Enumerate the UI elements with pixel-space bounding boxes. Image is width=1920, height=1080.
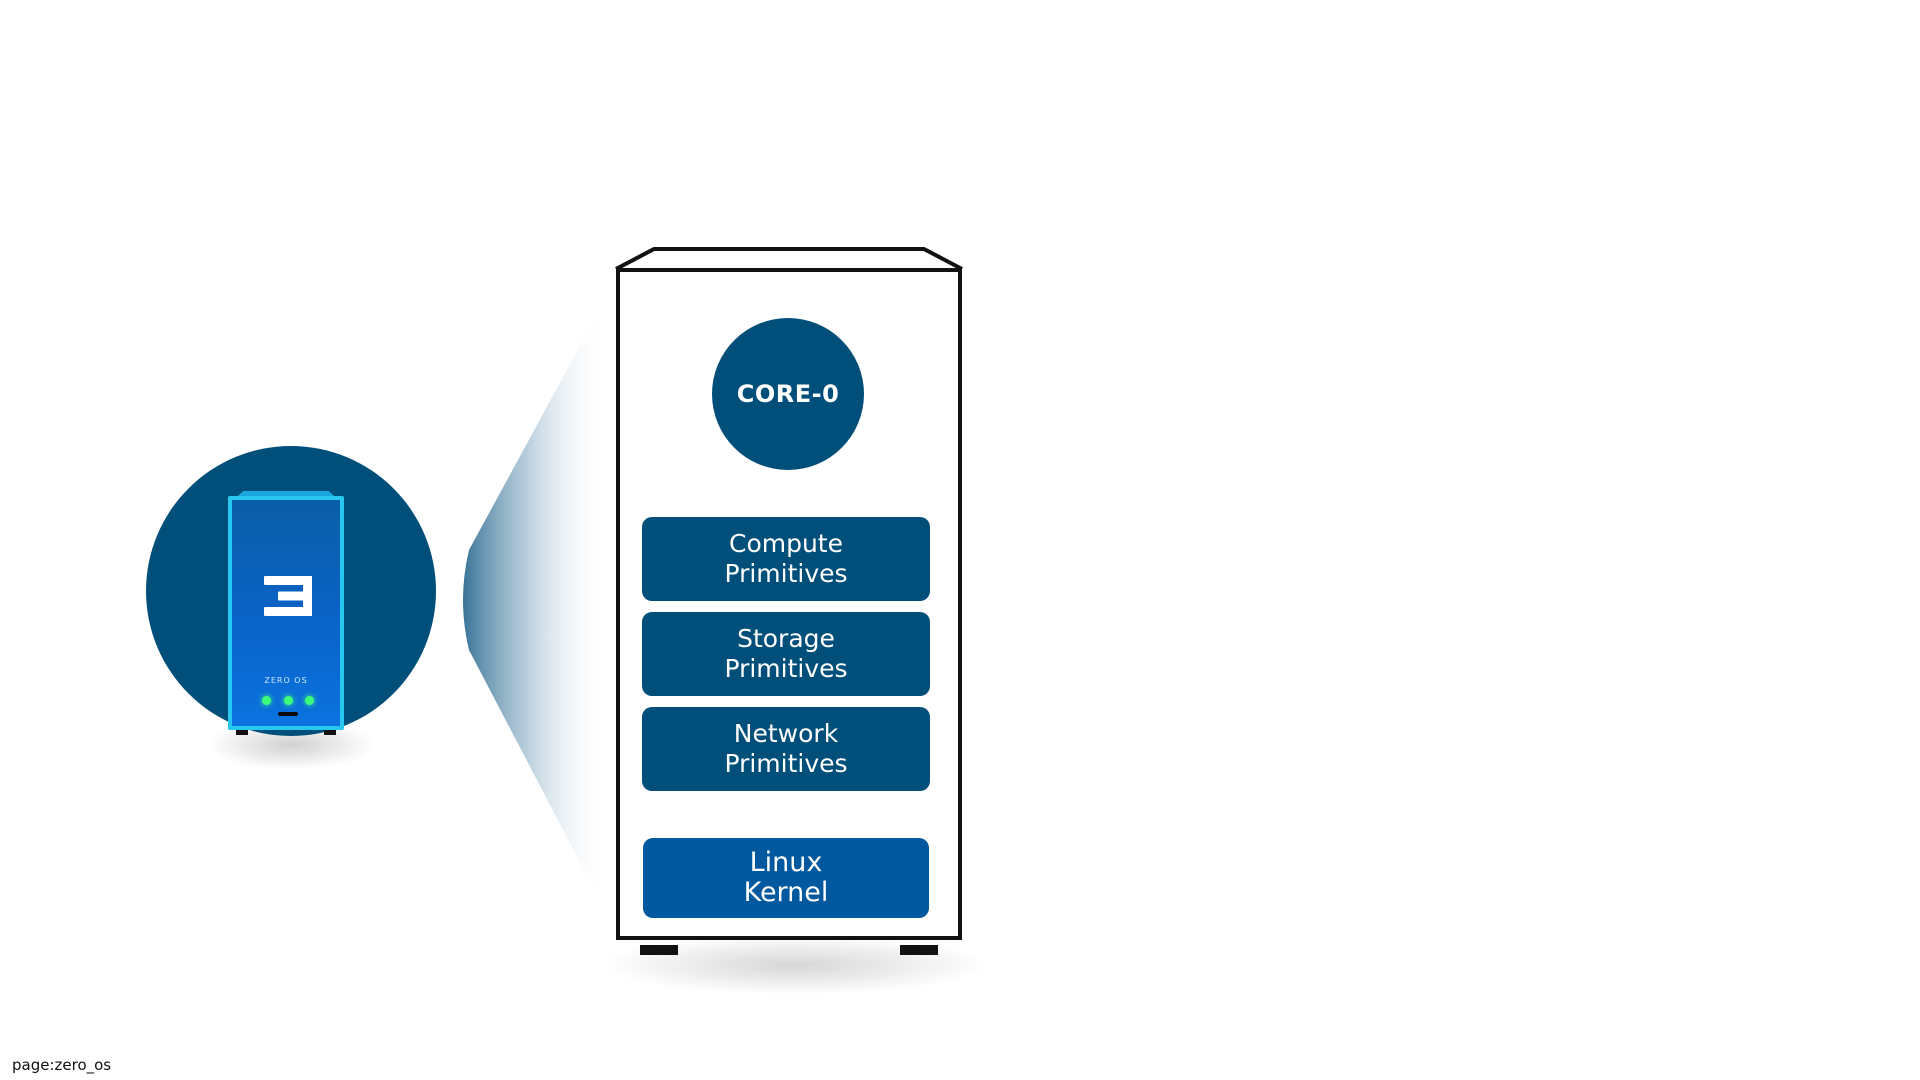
status-leds — [262, 696, 314, 706]
cabinet-foot — [640, 945, 678, 955]
node-brand-label: ZERO OS — [264, 676, 308, 685]
cabinet-shadow — [600, 935, 990, 995]
node-foot — [324, 730, 336, 735]
storage-primitives-box: Storage Primitives — [642, 612, 930, 696]
cabinet-roof — [615, 247, 963, 271]
compute-primitives-box: Compute Primitives — [642, 517, 930, 601]
core-0-node: CORE-0 — [712, 318, 864, 470]
network-primitives-box: Network Primitives — [642, 707, 930, 791]
mini-server-top — [236, 491, 336, 497]
threefold-logo-icon — [264, 576, 312, 616]
linux-kernel-box: Linux Kernel — [643, 838, 929, 918]
zero-os-node: ZERO OS — [228, 496, 344, 730]
server-cabinet — [616, 268, 962, 940]
status-led — [283, 696, 293, 705]
page-label: page:zero_os — [12, 1056, 112, 1074]
cabinet-foot — [900, 945, 938, 955]
drive-slot — [278, 712, 298, 716]
status-led — [262, 696, 271, 705]
zoom-beam — [463, 300, 605, 910]
status-led — [305, 696, 314, 705]
node-foot — [236, 730, 248, 735]
